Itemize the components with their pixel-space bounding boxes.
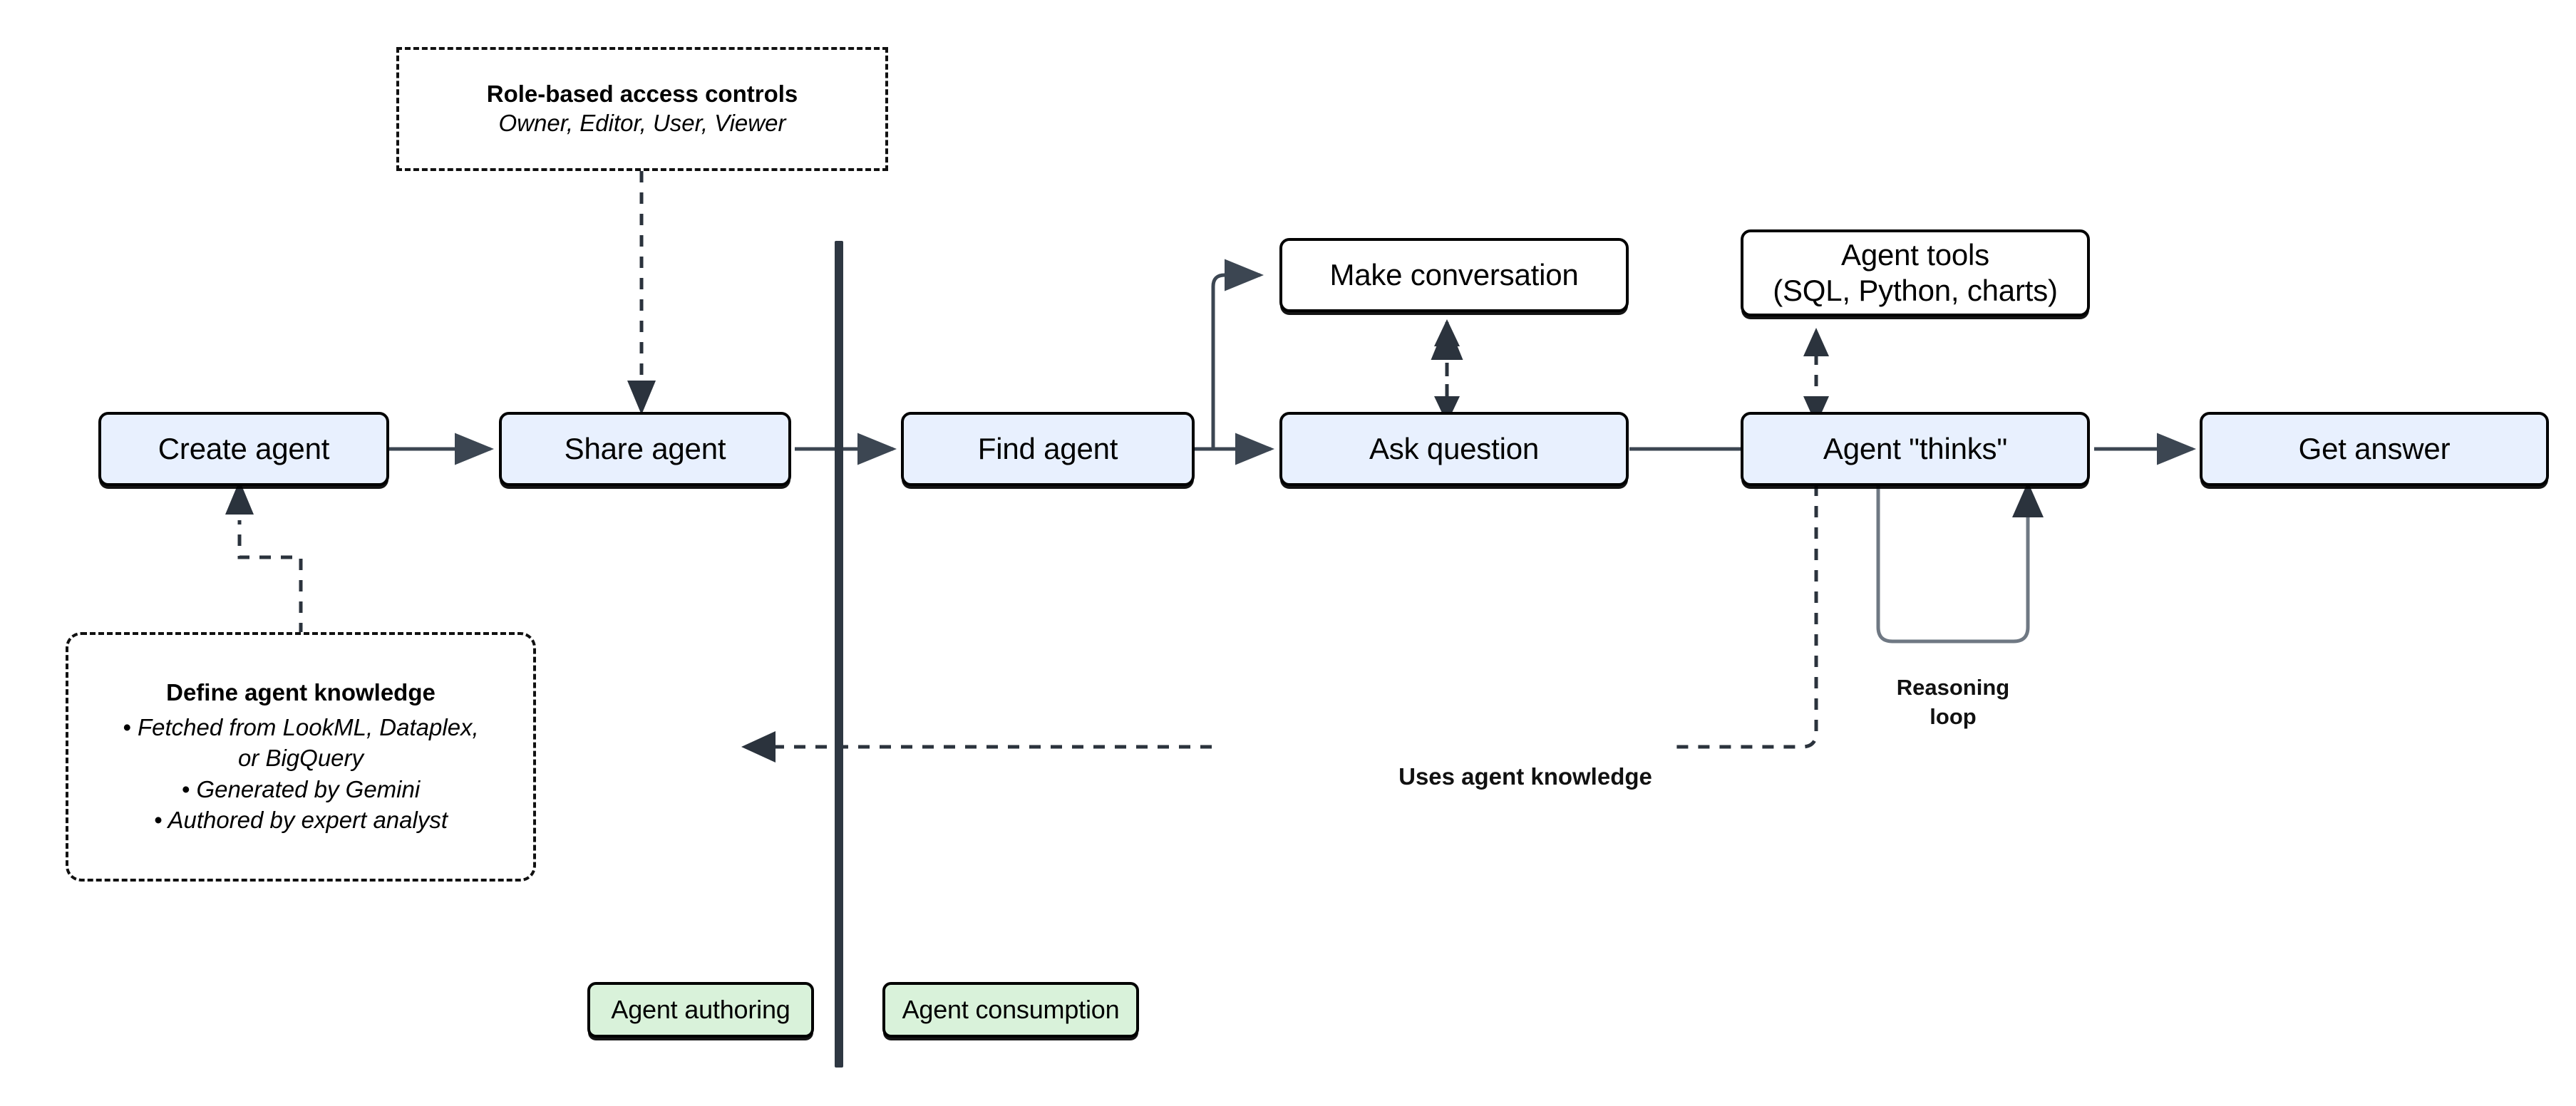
- node-get-answer-label: Get answer: [2298, 432, 2451, 466]
- node-agent-thinks[interactable]: Agent "thinks": [1741, 412, 2090, 486]
- annotation-knowledge-bullet-2: • Generated by Gemini: [181, 775, 421, 802]
- node-agent-thinks-label: Agent "thinks": [1823, 432, 2008, 466]
- legend-agent-consumption[interactable]: Agent consumption: [882, 982, 1139, 1038]
- edge-uses-agent-knowledge: [741, 485, 1818, 763]
- label-uses-agent-knowledge-text: Uses agent knowledge: [1398, 763, 1652, 790]
- node-share-agent-label: Share agent: [564, 432, 726, 466]
- node-agent-tools-label-line2: (SQL, Python, charts): [1773, 274, 2058, 307]
- annotation-rbac-title: Role-based access controls: [486, 80, 798, 107]
- annotation-knowledge-box: Define agent knowledge • Fetched from Lo…: [66, 632, 536, 882]
- section-divider: [835, 241, 843, 1068]
- edge-rbac-to-share-agent: [627, 171, 656, 415]
- edge-agent-thinks-tools-bidirectional: [1803, 328, 1829, 425]
- node-make-conversation-label: Make conversation: [1329, 258, 1579, 292]
- label-reasoning-loop-text: Reasoning loop: [1896, 675, 2010, 729]
- annotation-knowledge-bullet-3: • Authored by expert analyst: [153, 807, 448, 834]
- label-reasoning-loop: Reasoning loop: [1882, 645, 2024, 731]
- annotation-rbac-subtitle: Owner, Editor, User, Viewer: [498, 110, 786, 137]
- edge-find-to-make-conversation: [1211, 259, 1264, 449]
- node-agent-tools[interactable]: Agent tools (SQL, Python, charts): [1741, 229, 2090, 316]
- annotation-knowledge-bullet-0: • Fetched from LookML, Dataplex,: [123, 713, 479, 740]
- annotation-rbac-box: Role-based access controls Owner, Editor…: [396, 47, 888, 171]
- edge-reasoning-loop: [1876, 481, 2044, 644]
- edge-ask-makeconversation-bidirectional: [1431, 319, 1463, 453]
- label-uses-agent-knowledge: Uses agent knowledge: [1377, 731, 1674, 792]
- node-ask-question-label: Ask question: [1369, 432, 1540, 466]
- node-find-agent-label: Find agent: [977, 432, 1118, 466]
- node-agent-tools-label-line1: Agent tools: [1841, 238, 1989, 272]
- legend-agent-authoring-label: Agent authoring: [611, 994, 790, 1024]
- node-get-answer[interactable]: Get answer: [2200, 412, 2549, 486]
- node-create-agent-label: Create agent: [158, 432, 330, 466]
- annotation-knowledge-bullet-1: or BigQuery: [237, 745, 364, 772]
- node-create-agent[interactable]: Create agent: [98, 412, 389, 486]
- edge-knowledge-to-create-agent: [225, 480, 303, 634]
- annotation-knowledge-title: Define agent knowledge: [166, 679, 436, 706]
- legend-agent-authoring[interactable]: Agent authoring: [587, 982, 814, 1038]
- node-find-agent[interactable]: Find agent: [901, 412, 1195, 486]
- legend-agent-consumption-label: Agent consumption: [902, 994, 1120, 1024]
- node-share-agent[interactable]: Share agent: [499, 412, 791, 486]
- node-ask-question[interactable]: Ask question: [1279, 412, 1629, 486]
- node-make-conversation[interactable]: Make conversation: [1279, 238, 1629, 312]
